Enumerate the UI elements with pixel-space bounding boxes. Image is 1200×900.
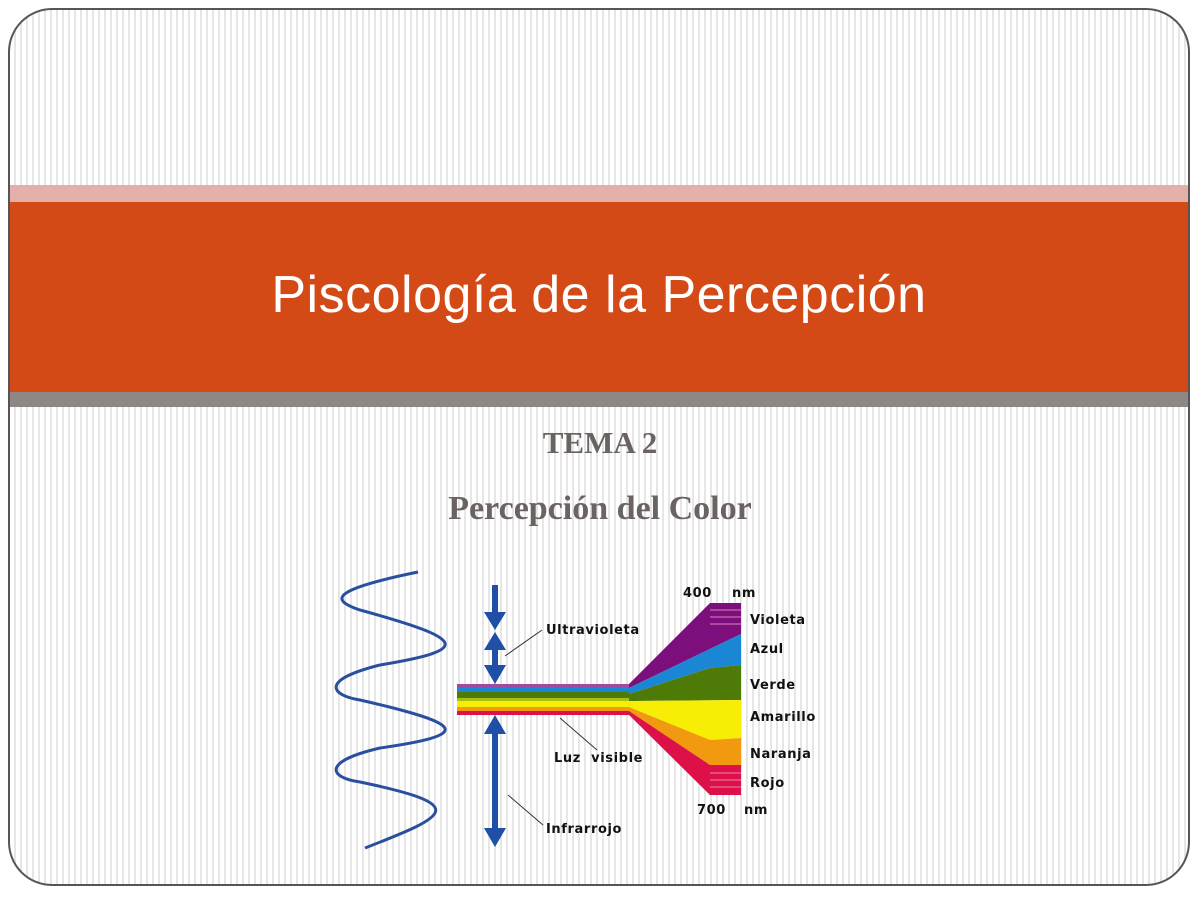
ultraviolet-label: Ultravioleta — [546, 623, 640, 638]
visible-light-label: Luz visible — [554, 751, 643, 766]
wave-icon — [334, 570, 447, 850]
band-label-violet: Violeta — [750, 613, 806, 628]
band-label-orange: Naranja — [750, 747, 812, 762]
band-label-yellow: Amarillo — [750, 710, 816, 725]
leader-lines — [504, 629, 598, 826]
light-beam — [457, 684, 629, 715]
wavelength-700-label: 700 — [697, 803, 726, 818]
slide-title: Piscología de la Percepción — [271, 266, 927, 324]
wavelength-400-label: 400 — [683, 586, 712, 601]
ultraviolet-arrows-icon — [484, 585, 506, 684]
infrared-arrow-icon — [484, 715, 506, 847]
band-label-green: Verde — [750, 678, 796, 693]
infrared-label: Infrarrojo — [546, 822, 622, 837]
band-label-blue: Azul — [750, 642, 784, 657]
spectrum-fan — [629, 603, 741, 795]
band-label-red: Rojo — [750, 776, 785, 791]
accent-strip-bottom — [10, 392, 1188, 407]
wavelength-400-unit: nm — [732, 586, 756, 601]
wavelength-700-unit: nm — [744, 803, 768, 818]
slide: Piscología de la Percepción — [8, 8, 1190, 886]
title-band: Piscología de la Percepción — [10, 202, 1188, 392]
accent-strip-top — [10, 185, 1188, 202]
subtitle-topic-number: TEMA 2 — [542, 425, 658, 460]
subtitle-topic-name: Percepción del Color — [448, 490, 752, 527]
